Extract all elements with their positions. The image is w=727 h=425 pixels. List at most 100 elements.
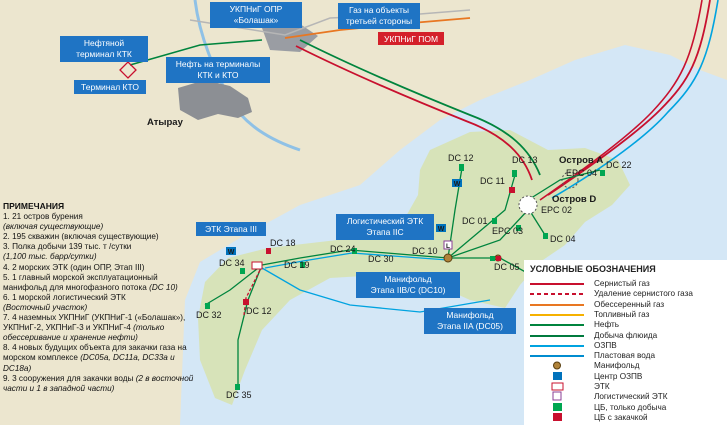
callout-opr-line2: «Болашак» — [234, 15, 279, 25]
callout-logistic-etk: Логистический ЭТК Этапа IIC — [336, 214, 434, 240]
legend-label: ЦБ с закачкой — [594, 412, 648, 422]
legend-item: ЦБ с закачкой — [528, 412, 724, 423]
callout-oil-terminals: Нефть на терминалы КТК и КТО — [166, 57, 270, 83]
dc12s-label: DC 12 — [246, 306, 272, 316]
note-text: 2. 195 скважин (включая существующие) — [3, 232, 159, 242]
legend-item: Нефть — [528, 319, 724, 330]
trunk-oil-onshore — [299, 39, 541, 176]
callout-manifold-2bc-line2: Этапа IIB/C (DC10) — [371, 285, 446, 295]
trunk-sour-gas-2 — [539, 0, 703, 201]
note-sub: (1,100 тыс. барр/сутки) — [3, 252, 97, 262]
note-sub: (включая существующие) — [3, 222, 104, 232]
legend-swatch-icon — [551, 382, 564, 391]
callout-logistic-line1: Логистический ЭТК — [347, 216, 423, 226]
legend-item: Сернистый газ — [528, 278, 724, 289]
legend-swatch-icon — [553, 371, 562, 380]
note-sub: (DC 10) — [149, 282, 178, 292]
legend-item: ОЗПВ — [528, 340, 724, 351]
notes-panel: ПРИМЕЧАНИЯ 1. 21 остров бурения(включая … — [3, 201, 195, 394]
callout-opr: УКПНиГ ОПР «Болашак» — [210, 2, 302, 28]
callout-opr-line1: УКПНиГ ОПР — [230, 4, 283, 14]
legend-swatch-icon — [552, 391, 562, 401]
note-item: 7. 4 наземных УКПНиГ (УКПНиГ-1 («Болашак… — [3, 313, 195, 343]
callout-pom: УКПНиГ ПОМ — [378, 32, 444, 45]
legend-label: Пластовая вода — [594, 351, 656, 361]
callout-ktk-line2: терминал КТК — [76, 49, 132, 59]
legend-swatch-icon — [530, 303, 584, 306]
ktk-terminal-marker — [119, 61, 137, 79]
atyrau-city — [178, 80, 252, 120]
dc32-marker — [205, 303, 210, 309]
legend-swatch-icon — [553, 412, 562, 421]
legend-item: Добыча флюида — [528, 330, 724, 341]
legend-label: Сернистый газ — [594, 279, 650, 288]
callout-etk3: ЭТК Этапа III — [196, 222, 266, 236]
dc30-label: DC 30 — [368, 254, 394, 264]
w-icon-label: W — [228, 249, 235, 256]
callout-kto-terminal: Терминал КТО — [74, 80, 146, 94]
callout-logistic-line2: Этапа IIC — [366, 227, 403, 237]
note-sub: (только обессеривание и хранение нефти) — [3, 323, 165, 343]
legend-item: Центр ОЗПВ — [528, 371, 724, 382]
callout-oil-line1: Нефть на терминалы — [176, 59, 260, 69]
callout-third-party-line2: третьей стороны — [346, 16, 412, 26]
dc18-label: DC 18 — [270, 238, 296, 248]
note-text: 7. 4 наземных УКПНиГ (УКПНиГ-1 («Болашак… — [3, 313, 186, 333]
dc34-label: DC 34 — [219, 258, 245, 268]
legend-label: ЦБ, только добыча — [594, 402, 667, 412]
legend-swatch-icon — [530, 334, 584, 337]
dc34-marker — [240, 268, 245, 274]
legend-swatch-icon — [553, 402, 562, 411]
dc35-label: DC 35 — [226, 390, 252, 400]
dc32-label: DC 32 — [196, 310, 222, 320]
legend-swatch-icon — [530, 293, 584, 296]
legend-item: Логистический ЭТК — [528, 391, 724, 402]
note-text: 5. 1 главный морской эксплуатационный ма… — [3, 272, 158, 292]
dc12n-label: DC 12 — [448, 153, 474, 163]
ozpv-center-north: W — [452, 179, 462, 188]
atyrau-label: Атырау — [147, 117, 184, 128]
note-text: 9. 3 сооружения для закачки воды — [3, 373, 134, 383]
epc03-label: EPC 03 — [492, 226, 523, 236]
note-item: 3. Полка добычи 139 тыс. т /сутки(1,100 … — [3, 242, 195, 262]
callout-ktk-line1: Нефтяной — [84, 38, 125, 48]
callout-oil-line2: КТК и КТО — [198, 70, 239, 80]
legend-label: ЭТК — [594, 382, 610, 391]
note-item: 4. 2 морских ЭТК (один ОПР, Этап III) — [3, 263, 195, 273]
dc05-marker-b — [496, 256, 501, 261]
note-text: 6. 1 морской логистический ЭТК — [3, 292, 126, 302]
callout-manifold-2a-line2: Этапа IIA (DC05) — [437, 321, 503, 331]
legend-label: ОЗПВ — [594, 340, 617, 350]
dc19-marker — [300, 262, 305, 268]
note-text: 1. 21 остров бурения — [3, 212, 83, 222]
dc12s-marker — [243, 299, 249, 305]
drill-centers — [205, 164, 605, 390]
notes-list: 1. 21 остров бурения(включая существующи… — [3, 212, 195, 394]
ozpv-center-east: W — [436, 224, 446, 233]
dc01-marker — [492, 218, 497, 224]
legend-label: Центр ОЗПВ — [594, 371, 643, 381]
dc11-label: DC 11 — [480, 176, 505, 186]
dc35-marker — [235, 384, 240, 390]
dc05-label: DC 05 — [494, 262, 520, 272]
notes-title: ПРИМЕЧАНИЯ — [3, 201, 65, 211]
legend-label: Логистический ЭТК — [594, 392, 668, 402]
callout-pom-text: УКПНиГ ПОМ — [384, 34, 438, 44]
note-item: 6. 1 морской логистический ЭТК(Восточный… — [3, 293, 195, 313]
dc12n-marker — [459, 164, 464, 171]
note-item: 1. 21 остров бурения(включая существующи… — [3, 212, 195, 232]
note-text: 8. 4 новых будущих объекта для закачки г… — [3, 343, 187, 363]
legend-item: Пластовая вода — [528, 350, 724, 361]
island-d-label: Остров D — [552, 194, 596, 205]
callout-etk3-text: ЭТК Этапа III — [205, 224, 257, 234]
trunk-sour-gas — [547, 0, 711, 196]
legend-item: Топливный газ — [528, 309, 724, 320]
dc13-marker — [512, 170, 517, 177]
etk-marker — [251, 261, 263, 270]
callout-ktk-terminal: Нефтяной терминал КТК — [60, 36, 148, 62]
callout-manifold-2bc-line1: Манифольд — [384, 274, 431, 284]
legend-label: Обессеренный газ — [594, 299, 665, 309]
legend-item: Обессеренный газ — [528, 299, 724, 310]
legend-label: Удаление сернистого газа — [594, 289, 693, 299]
